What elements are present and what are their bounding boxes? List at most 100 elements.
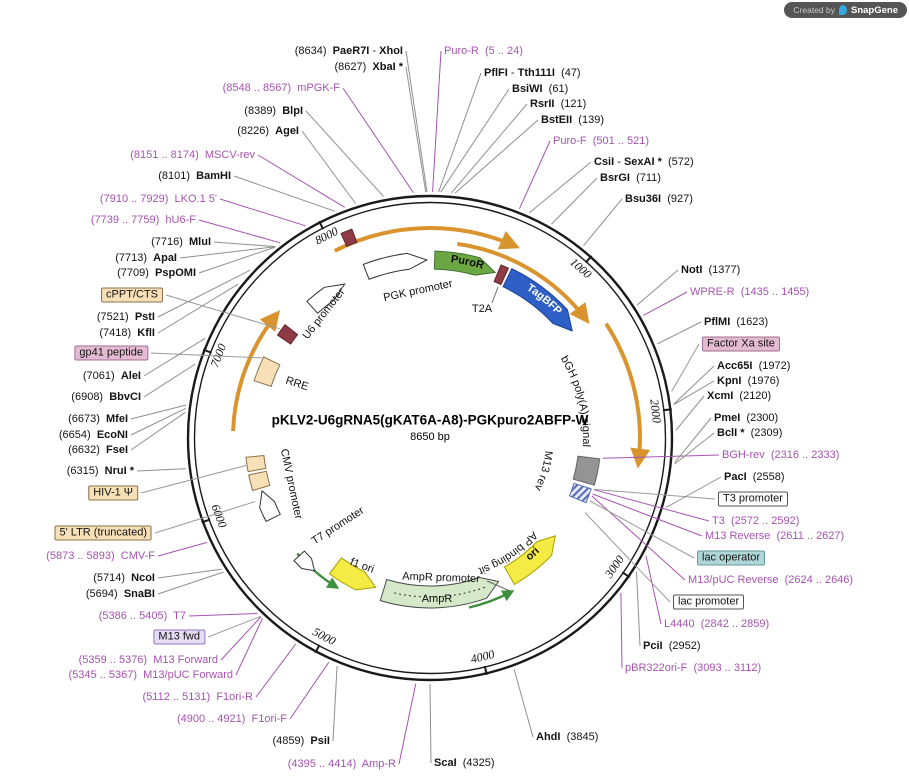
label-6908-bbvci[interactable]: (6908) BbvCI	[71, 390, 141, 404]
label-5-ltr-truncated[interactable]: 5' LTR (truncated)	[54, 525, 152, 541]
feature-bgh-polya-box[interactable]	[572, 455, 601, 486]
label-gp41-peptide[interactable]: gp41 peptide	[74, 345, 148, 361]
label-6632-fsei[interactable]: (6632) FseI	[68, 443, 128, 457]
label-5873-5893-cmv-f[interactable]: (5873 .. 5893) CMV-F	[46, 549, 155, 563]
label-7521-psti[interactable]: (7521) PstI	[97, 310, 155, 324]
label-4395-4414-amp-r[interactable]: (4395 .. 4414) Amp-R	[288, 757, 396, 771]
label-8101-bamhi[interactable]: (8101) BamHI	[158, 169, 231, 183]
label-rsrii-121[interactable]: RsrII (121)	[530, 97, 586, 111]
label-t3-2572-2592[interactable]: T3 (2572 .. 2592)	[712, 514, 799, 528]
feature-label-t7-promoter[interactable]: T7 promoter	[310, 504, 367, 547]
label-7061-alei[interactable]: (7061) AleI	[83, 369, 141, 383]
feature-puror[interactable]	[433, 250, 497, 276]
feature-label-ampr-promoter[interactable]: AmpR promoter	[402, 571, 480, 586]
feature-label-rre[interactable]: RRE	[284, 375, 310, 394]
label-segment: (5714)	[93, 572, 132, 584]
callout-line	[405, 66, 427, 193]
label-pflmi-1623[interactable]: PflMI (1623)	[704, 315, 768, 329]
label-kpni-1976[interactable]: KpnI (1976)	[717, 374, 779, 388]
label-8627-xbai[interactable]: (8627) XbaI *	[335, 60, 404, 74]
label-ahdi-3845[interactable]: AhdI (3845)	[536, 730, 598, 744]
label-bcli-2309[interactable]: BclI * (2309)	[717, 426, 782, 440]
feature-label-bgh-poly-a-signal[interactable]: bGH poly(A) signal	[558, 354, 592, 447]
label-segment: PflFI	[484, 67, 508, 79]
label-8548-8567-mpgk-f[interactable]: (8548 .. 8567) mPGK-F	[223, 81, 340, 95]
feature-label-m13-rev[interactable]: M13 rev	[532, 450, 555, 493]
label-8389-blpi[interactable]: (8389) BlpI	[244, 104, 303, 118]
feature-label-ampr[interactable]: AmpR	[422, 593, 453, 605]
label-acc65i-1972[interactable]: Acc65I (1972)	[717, 359, 790, 373]
label-bsrgi-711[interactable]: BsrGI (711)	[600, 171, 661, 185]
label-pcii-2952[interactable]: PciI (2952)	[643, 639, 701, 653]
label-pmei-2300[interactable]: PmeI (2300)	[714, 411, 778, 425]
feature-u6-promoter-arrow[interactable]	[306, 283, 346, 314]
label-pflfi-tth111i-47[interactable]: PflFI - Tth111I (47)	[484, 66, 581, 80]
label-lac-promoter[interactable]: lac promoter	[673, 594, 745, 610]
label-5359-5376-m13-forward[interactable]: (5359 .. 5376) M13 Forward	[79, 653, 218, 667]
label-puro-f-501-521[interactable]: Puro-F (501 .. 521)	[553, 134, 649, 148]
label-8634-paer7i-xhoi[interactable]: (8634) PaeR7I - XhoI	[295, 44, 403, 58]
label-5694-snabi[interactable]: (5694) SnaBI	[86, 587, 155, 601]
label-m13-reverse-2611-2627[interactable]: M13 Reverse (2611 .. 2627)	[705, 529, 844, 543]
label-7910-7929-lko-1-5[interactable]: (7910 .. 7929) LKO.1 5'	[100, 192, 217, 206]
label-scai-4325[interactable]: ScaI (4325)	[434, 756, 495, 770]
label-xcmi-2120[interactable]: XcmI (2120)	[707, 389, 771, 403]
label-segment: PaeR7I	[332, 45, 370, 57]
label-segment: -	[369, 45, 380, 57]
feature-label-cmv-promoter[interactable]: CMV promoter	[278, 448, 305, 521]
label-wpre-r-1435-1455[interactable]: WPRE-R (1435 .. 1455)	[690, 285, 809, 299]
label-bgh-rev-2316-2333[interactable]: BGH-rev (2316 .. 2333)	[722, 448, 839, 462]
label-4859-psii[interactable]: (4859) PsiI	[273, 734, 331, 748]
feature-5-ltr-truncated[interactable]	[248, 470, 271, 492]
label-segment: (4325)	[456, 757, 495, 769]
label-puro-r-5-24[interactable]: Puro-R (5 .. 24)	[444, 44, 523, 58]
label-7716-mlui[interactable]: (7716) MluI	[151, 235, 211, 249]
feature-f1-ori[interactable]	[328, 557, 377, 591]
label-5345-5367-m13-puc-forward[interactable]: (5345 .. 5367) M13/pUC Forward	[69, 668, 233, 682]
label-m13-puc-reverse-2624-2646[interactable]: M13/pUC Reverse (2624 .. 2646)	[688, 573, 853, 587]
label-hiv-1[interactable]: HIV-1 Ψ	[88, 485, 138, 501]
feature-hiv-1-psi[interactable]	[245, 454, 267, 473]
label-bsu36i-927[interactable]: Bsu36I (927)	[625, 192, 693, 206]
label-8151-8174-mscv-rev[interactable]: (8151 .. 8174) MSCV-rev	[130, 148, 255, 162]
label-4900-4921-f1ori-f[interactable]: (4900 .. 4921) F1ori-F	[177, 712, 287, 726]
label-7713-apai[interactable]: (7713) ApaI	[115, 251, 177, 265]
feature-t2a[interactable]	[493, 264, 510, 286]
feature-cppt-cts[interactable]	[276, 323, 299, 345]
label-7418-kfli[interactable]: (7418) KflI	[99, 326, 155, 340]
label-l4440-2842-2859[interactable]: L4440 (2842 .. 2859)	[664, 617, 769, 631]
label-segment: PacI	[724, 471, 747, 483]
label-5386-5405-t7[interactable]: (5386 .. 5405) T7	[99, 609, 186, 623]
feature-tagbfp[interactable]	[502, 268, 573, 332]
feature-cmv-promoter-arrow[interactable]	[259, 489, 281, 523]
feature-label-t2a[interactable]: T2A	[472, 303, 493, 315]
label-m13-fwd[interactable]: M13 fwd	[153, 629, 205, 645]
label-noti-1377[interactable]: NotI (1377)	[681, 263, 740, 277]
label-pbr322ori-f-3093-3112[interactable]: pBR322ori-F (3093 .. 3112)	[625, 661, 761, 675]
label-factor-xa-site[interactable]: Factor Xa site	[702, 336, 780, 352]
feature-label-pgk-promoter[interactable]: PGK promoter	[382, 278, 454, 304]
feature-ampr[interactable]	[379, 576, 500, 609]
label-paci-2558[interactable]: PacI (2558)	[724, 470, 785, 484]
label-5112-5131-f1ori-r[interactable]: (5112 .. 5131) F1ori-R	[143, 690, 253, 704]
label-5714-ncoi[interactable]: (5714) NcoI	[93, 571, 155, 585]
label-cppt-cts[interactable]: cPPT/CTS	[101, 287, 163, 303]
feature-m13-lac-region[interactable]	[568, 482, 592, 504]
label-bsiwi-61[interactable]: BsiWI (61)	[512, 82, 568, 96]
label-lac-operator[interactable]: lac operator	[697, 550, 766, 566]
feature-ori[interactable]	[503, 535, 556, 586]
feature-pgk-promoter[interactable]	[362, 252, 429, 280]
label-6673-mfei[interactable]: (6673) MfeI	[68, 412, 128, 426]
label-bsteii-139[interactable]: BstEII (139)	[541, 113, 604, 127]
label-7709-pspomi[interactable]: (7709) PspOMI	[117, 266, 196, 280]
label-segment: WPRE-R (1435 .. 1455)	[690, 286, 810, 298]
label-7739-7759-hu6-f[interactable]: (7739 .. 7759) hU6-F	[91, 213, 196, 227]
label-8226-agei[interactable]: (8226) AgeI	[237, 124, 299, 138]
label-6315-nrui[interactable]: (6315) NruI *	[67, 464, 134, 478]
label-6654-econi[interactable]: (6654) EcoNI	[59, 428, 128, 442]
feature-grna-scaffold[interactable]	[340, 228, 358, 247]
feature-t7-promoter-arrow[interactable]	[293, 550, 316, 572]
label-t3-promoter[interactable]: T3 promoter	[718, 491, 788, 507]
label-csii-sexai-572[interactable]: CsiI - SexAI * (572)	[594, 155, 694, 169]
feature-rre[interactable]	[253, 356, 281, 388]
